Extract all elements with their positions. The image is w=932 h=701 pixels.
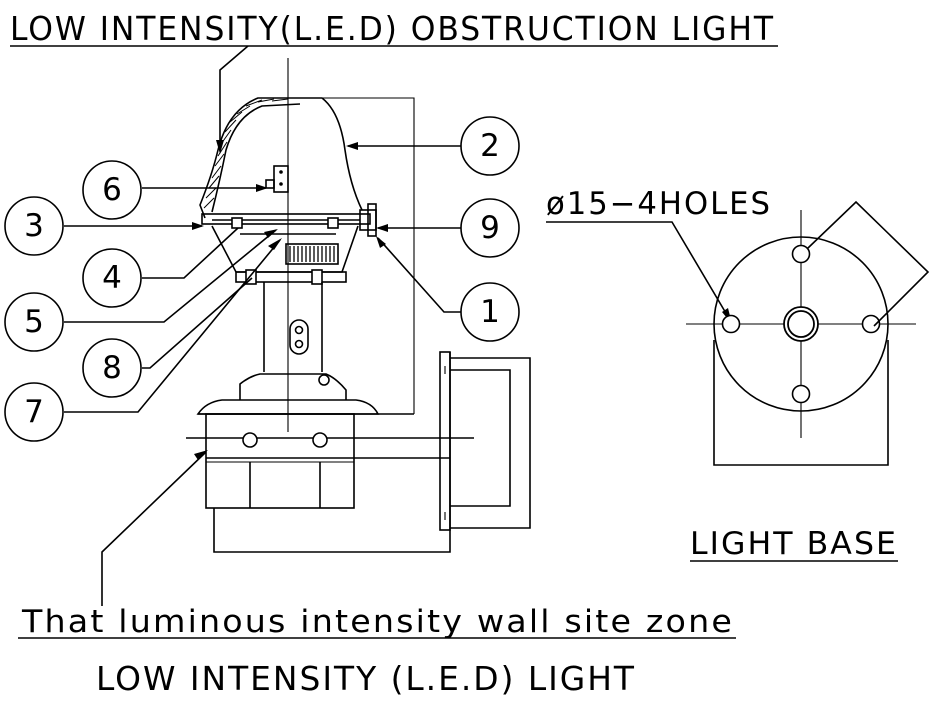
- screw-right: [327, 217, 339, 229]
- arrow-5: [264, 229, 278, 238]
- latch-bracket: [367, 203, 377, 237]
- led-module-dot-2: [279, 182, 283, 186]
- bracket-hole-right: [312, 432, 328, 448]
- callout-2: 2: [460, 116, 520, 176]
- wall-zone-leader: [101, 451, 207, 606]
- base-rectangle: [713, 340, 889, 466]
- bottom-title: LOW INTENSITY (L.E.D) LIGHT: [96, 659, 636, 698]
- arrow-7: [268, 238, 282, 250]
- callout-3-num: 3: [24, 208, 44, 244]
- screw-4: [231, 217, 243, 229]
- clamp-hole-2: [294, 339, 304, 349]
- callout-6-num: 6: [102, 172, 122, 208]
- dome-outline: [199, 97, 363, 219]
- dome-hatching: [203, 98, 289, 209]
- fin-block: [285, 243, 339, 265]
- flange-ring: [201, 213, 371, 225]
- dome-inner-shell: [211, 103, 301, 213]
- bolt-8: [245, 269, 257, 285]
- callout-5: 5: [4, 292, 64, 352]
- leader-8: [142, 277, 253, 369]
- arrow-1: [376, 236, 386, 248]
- callout-6: 6: [82, 160, 142, 220]
- base-hole-right: [861, 314, 881, 334]
- fitting-screw: [318, 374, 330, 386]
- leader-5: [64, 229, 277, 323]
- pipe-clamp: [289, 319, 309, 355]
- bolt-right: [311, 269, 323, 285]
- callout-leaders: [64, 142, 463, 413]
- bracket-hole-left: [242, 432, 258, 448]
- wall-zone-arrow: [194, 450, 208, 460]
- base-center-hole-inner: [787, 310, 815, 338]
- base-hole-left: [721, 314, 741, 334]
- callout-8-num: 8: [102, 350, 122, 386]
- arrow-9: [376, 224, 388, 232]
- title-leader: [219, 45, 249, 150]
- callout-2-num: 2: [480, 128, 500, 164]
- callout-7: 7: [4, 382, 64, 442]
- leader-7: [64, 239, 281, 413]
- leader-4: [142, 227, 239, 279]
- base-hole-top: [791, 244, 811, 264]
- callout-7-num: 7: [24, 394, 44, 430]
- holes-label: ø15−4HOLES: [546, 186, 772, 222]
- pipe-base-fitting: [239, 373, 347, 400]
- clamp-hole-1: [294, 325, 304, 335]
- callout-4: 4: [82, 248, 142, 308]
- callout-1: 1: [460, 282, 520, 342]
- wall-zone-label: That luminous intensity wall site zone: [21, 604, 734, 640]
- bracket-block: [205, 413, 355, 509]
- obstruction-light-assembly: [186, 58, 531, 553]
- wall-plate-edge: [439, 351, 451, 531]
- callout-8: 8: [82, 338, 142, 398]
- title-leader-arrow: [216, 140, 224, 154]
- callout-circles: 2 6 3 9 4 1 5 8: [4, 116, 520, 442]
- callout-1-num: 1: [480, 294, 500, 330]
- mounting-flange: [196, 399, 380, 415]
- wall-anchor-plate: [213, 352, 451, 553]
- light-base-view: ø15−4HOLES LIGHT BASE: [546, 186, 930, 562]
- arrow-6: [256, 184, 268, 192]
- top-title: LOW INTENSITY(L.E.D) OBSTRUCTION LIGHT: [10, 9, 775, 48]
- led-module-dot-1: [279, 170, 283, 174]
- leader-1: [377, 237, 462, 313]
- base-hole-bottom: [791, 384, 811, 404]
- neck-plate: [235, 271, 347, 283]
- callout-4-num: 4: [102, 260, 122, 296]
- callout-9-num: 9: [480, 210, 500, 246]
- cooling-fins: [289, 246, 335, 262]
- callout-3: 3: [4, 196, 64, 256]
- housing-frame: [288, 97, 415, 414]
- light-base-label: LIGHT BASE: [690, 526, 898, 562]
- holes-leader: [546, 221, 731, 321]
- wall-outer: [450, 357, 531, 529]
- led-module: [273, 165, 289, 193]
- base-diagonal-bracket: [807, 200, 930, 327]
- callout-9: 9: [460, 198, 520, 258]
- arrow-3: [192, 222, 204, 230]
- arrow-2: [346, 142, 358, 150]
- led-module-clip: [265, 179, 275, 189]
- callout-5-num: 5: [24, 304, 44, 340]
- wall-inner: [450, 369, 511, 507]
